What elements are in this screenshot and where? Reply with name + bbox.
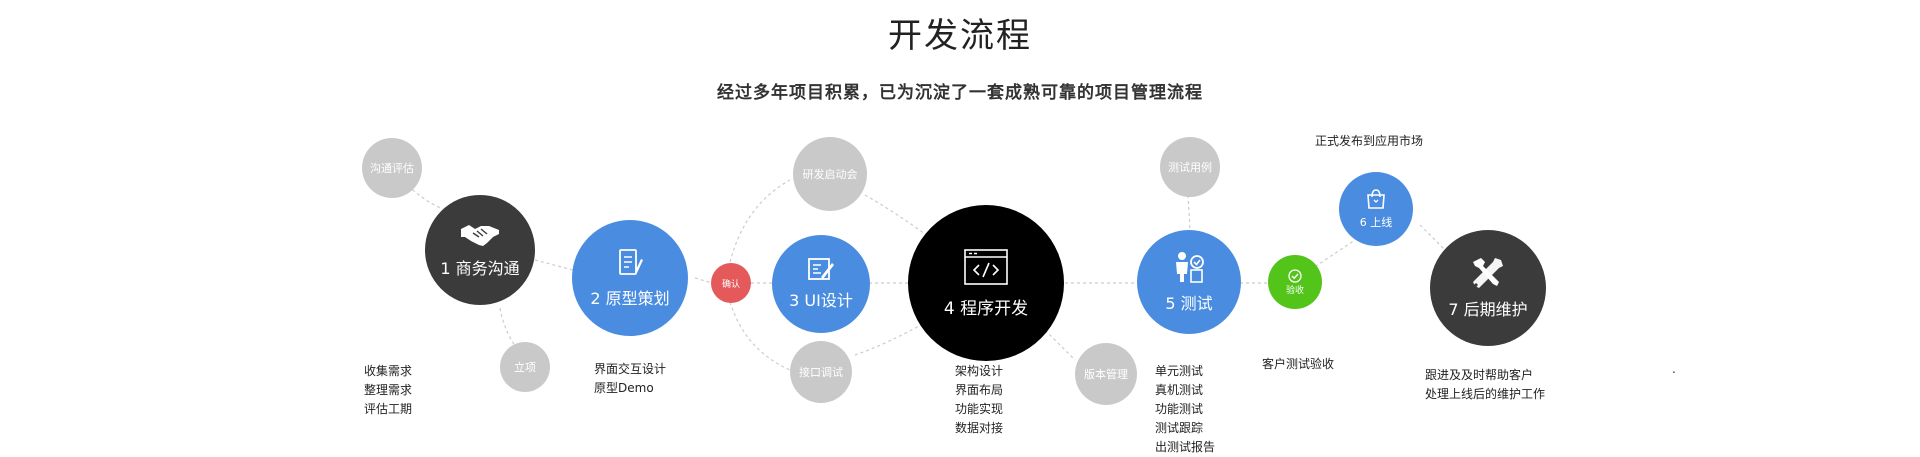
note-line: 功能测试 [1155, 402, 1204, 416]
note-line: 单元测试 [1155, 364, 1204, 378]
notes-acceptance: 客户测试验收 [1262, 355, 1334, 374]
trailing-mark: . [1672, 362, 1676, 376]
node-step-2: 2 原型策划 [572, 220, 688, 336]
notes-step-7: 跟进及及时帮助客户 处理上线后的维护工作 [1425, 366, 1545, 404]
note-line: 跟进及及时帮助客户 [1425, 368, 1534, 382]
notes-step-5: 单元测试 真机测试 功能测试 测试跟踪 出测试报告 [1155, 362, 1215, 457]
note-line: 测试跟踪 [1155, 421, 1204, 435]
node-step-7: 7 后期维护 [1430, 230, 1546, 346]
node-version-control: 版本管理 [1075, 343, 1137, 405]
node-step-3: 3 UI设计 [772, 235, 870, 333]
node-api-test: 接口调试 [790, 341, 852, 403]
node-step-1: 1 商务沟通 [425, 195, 535, 305]
connector-confirm-to-kickoff [729, 179, 791, 263]
notes-step-6: 正式发布到应用市场 [1315, 132, 1423, 151]
connector-acceptance-to-step6 [1309, 239, 1356, 271]
note-line: 真机测试 [1155, 383, 1204, 397]
page-subtitle: 经过多年项目积累，已为沉淀了一套成熟可靠的项目管理流程 [717, 83, 1203, 103]
notes-step-1: 收集需求 整理需求 评估工期 [364, 362, 412, 419]
connector-step4-to-version [1044, 329, 1076, 361]
note-line: 出测试报告 [1155, 440, 1216, 454]
connector-confirm-to-api [729, 301, 791, 371]
notes-step-2: 界面交互设计 原型Demo [594, 360, 666, 398]
code-window-icon [964, 248, 1008, 285]
shopping-bag-icon [1367, 189, 1385, 209]
note-line: 架构设计 [955, 364, 1004, 378]
person-check-icon [1176, 252, 1204, 283]
node-confirm: 确认 [711, 263, 751, 303]
design-board-icon [808, 258, 834, 280]
node-communication-eval: 沟通评估 [362, 138, 422, 198]
connector-step2-to-confirm [694, 277, 713, 284]
note-line: 收集需求 [364, 364, 413, 378]
notes-step-4: 架构设计 界面布局 功能实现 数据对接 [955, 362, 1003, 438]
note-line: 整理需求 [364, 383, 413, 397]
node-step-4: 4 程序开发 [908, 205, 1064, 361]
node-acceptance: 验收 [1268, 255, 1322, 309]
handshake-icon [461, 225, 499, 246]
connector-step1-to-step2 [534, 259, 574, 271]
note-line: 功能实现 [955, 402, 1004, 416]
note-line: 界面布局 [955, 383, 1004, 397]
connector-step1-to-setup [499, 307, 521, 353]
node-step-6: 6 上线 [1339, 172, 1413, 246]
node-step-5: 5 测试 [1137, 230, 1241, 334]
note-line: 评估工期 [364, 402, 413, 416]
tools-icon [1473, 258, 1503, 288]
node-dev-kickoff: 研发启动会 [793, 137, 867, 211]
document-pen-icon [619, 249, 643, 275]
page-title: 开发流程 [888, 16, 1032, 56]
connector-api-to-step4 [854, 319, 931, 356]
note-line: 客户测试验收 [1262, 357, 1335, 371]
check-circle-icon [1288, 268, 1302, 283]
node-test-cases: 测试用例 [1160, 137, 1220, 197]
note-line: 处理上线后的维护工作 [1425, 387, 1546, 401]
connector-cases-to-step5 [1187, 194, 1191, 231]
note-line: 正式发布到应用市场 [1315, 134, 1424, 148]
note-line: 数据对接 [955, 421, 1004, 435]
node-project-setup: 立项 [500, 342, 550, 392]
connector-step6-to-step7 [1419, 224, 1446, 251]
note-line: 原型Demo [594, 381, 654, 395]
note-line: 界面交互设计 [594, 362, 667, 376]
